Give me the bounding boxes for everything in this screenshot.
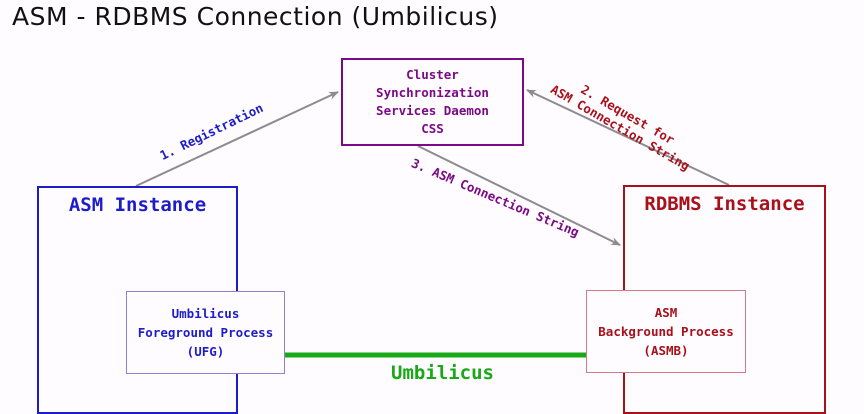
asmb-line-3: (ASMB) — [643, 343, 689, 358]
css-line-4: CSS — [421, 121, 444, 136]
asmb-line-2: Background Process — [598, 324, 734, 339]
registration-arrow — [135, 91, 339, 187]
connection-string-arrow — [417, 145, 621, 246]
request-arrow — [526, 89, 730, 186]
diagram-title: ASM - RDBMS Connection (Umbilicus) — [12, 2, 499, 31]
ufg-line-3: (UFG) — [186, 344, 225, 359]
asmb-line-1: ASM — [654, 305, 678, 320]
ufg-process-node: Umbilicus Foreground Process (UFG) — [126, 291, 285, 374]
css-line-3: Services Daemon — [376, 103, 489, 118]
css-daemon-node: Cluster Synchronization Services Daemon … — [341, 58, 524, 146]
asm-instance-label: ASM Instance — [68, 194, 207, 216]
rdbms-instance-label: RDBMS Instance — [644, 193, 805, 215]
umbilicus-label: Umbilicus — [391, 362, 494, 384]
css-line-1: Cluster — [406, 67, 459, 82]
ufg-line-1: Umbilicus — [171, 306, 240, 321]
css-line-2: Synchronization — [376, 85, 489, 100]
asmb-process-node: ASM Background Process (ASMB) — [586, 290, 746, 373]
ufg-line-2: Foreground Process — [137, 325, 274, 340]
